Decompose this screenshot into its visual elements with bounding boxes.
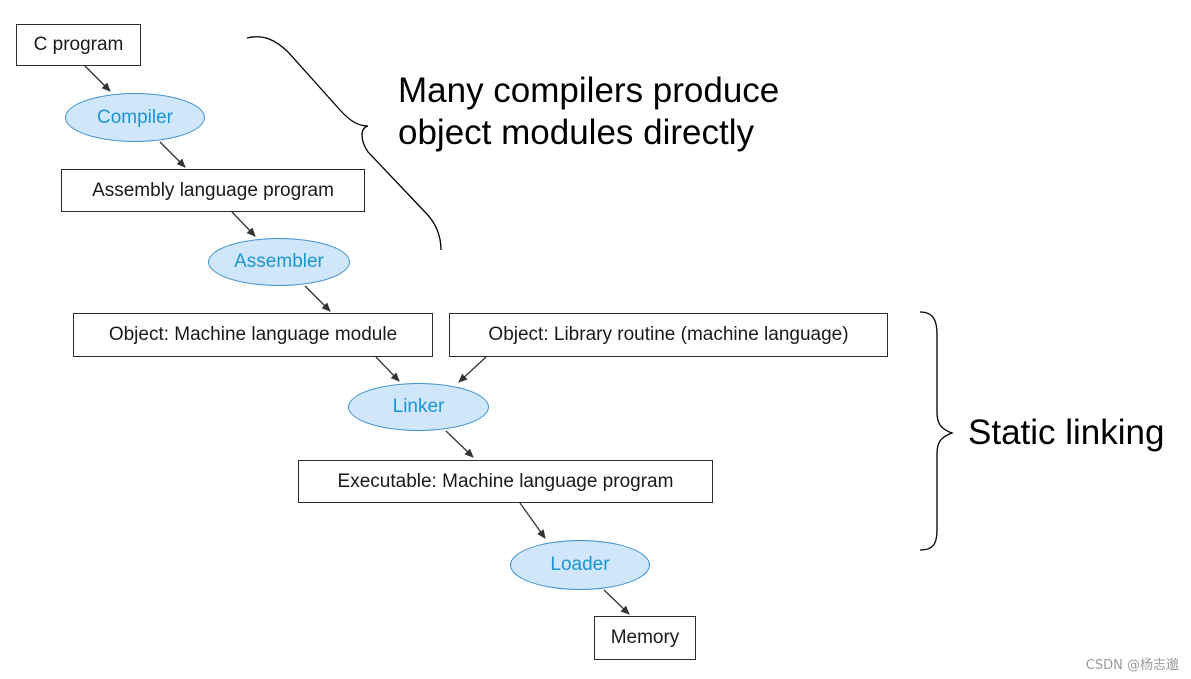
arrow-object-linker: [375, 356, 400, 382]
arrow-assembler-object: [304, 285, 331, 312]
brace-static-linking: [919, 311, 954, 551]
watermark: CSDN @杨志邈: [1085, 658, 1179, 673]
compilers-annotation-line2: object modules directly: [398, 113, 754, 152]
brace-compilers: [246, 36, 442, 251]
loader-node: Loader: [510, 540, 650, 590]
memory-box: Memory: [594, 616, 696, 660]
arrow-loader-memory: [603, 589, 630, 615]
compilers-annotation: Many compilers produce object modules di…: [398, 70, 779, 154]
executable-box: Executable: Machine language program: [298, 460, 713, 503]
arrow-cprogram-compiler: [84, 65, 111, 92]
arrow-executable-loader: [519, 502, 546, 539]
linker-node: Linker: [348, 383, 489, 431]
assembly-program-box: Assembly language program: [61, 169, 365, 212]
object-module-box: Object: Machine language module: [73, 313, 433, 357]
arrow-assembly-assembler: [231, 211, 256, 237]
compiler-node: Compiler: [65, 93, 205, 142]
arrow-linker-executable: [445, 430, 474, 458]
c-program-box: C program: [16, 24, 141, 66]
static-linking-annotation: Static linking: [968, 413, 1165, 452]
compilers-annotation-line1: Many compilers produce: [398, 71, 780, 110]
assembler-node: Assembler: [208, 238, 350, 286]
object-library-box: Object: Library routine (machine languag…: [449, 313, 888, 357]
arrow-library-linker: [458, 356, 487, 383]
arrow-compiler-assembly: [159, 141, 186, 168]
